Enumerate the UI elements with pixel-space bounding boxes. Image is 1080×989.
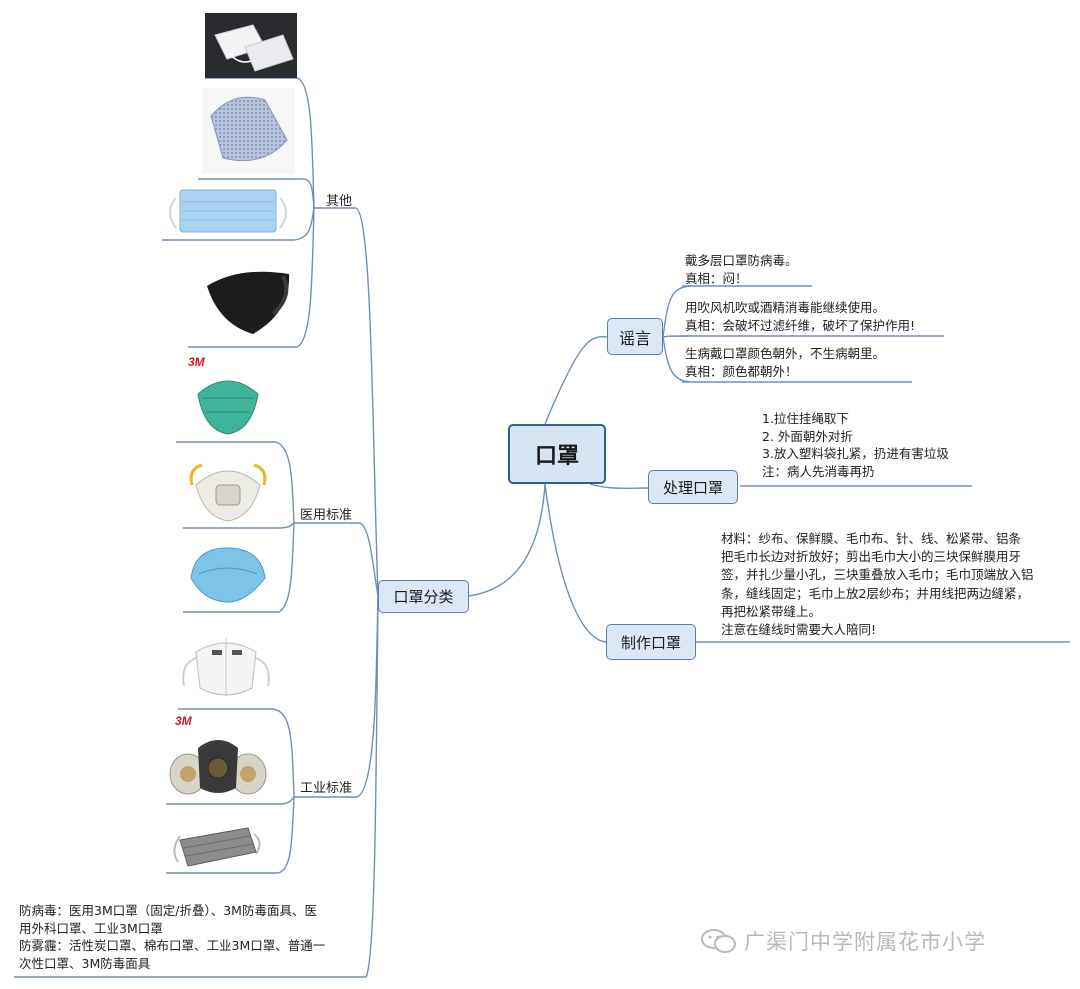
make-line: 再把松紧带缝上。 xyxy=(721,603,822,619)
watermark: 广渠门中学附属花市小学 xyxy=(700,926,986,956)
blue-cup-mask-drawing xyxy=(190,547,266,603)
branch-dispose[interactable]: 处理口罩 xyxy=(648,470,738,504)
paper-mask-drawing xyxy=(214,24,294,72)
rumor-1-claim: 戴多层口罩防病毒。 xyxy=(685,253,798,268)
branch-classify[interactable]: 口罩分类 xyxy=(378,580,469,613)
green-n95-image xyxy=(192,368,264,438)
rumor-1: 戴多层口罩防病毒。 真相：闷！ xyxy=(685,252,798,287)
dispose-step-3: 3.放入塑料袋扎紧，扔进有害垃圾 xyxy=(762,446,949,461)
summary-line: 防雾霾：活性炭口罩、棉布口罩、工业3M口罩、普通一 xyxy=(19,938,326,953)
folding-n95-image xyxy=(180,628,272,706)
rumor-3: 生病戴口罩颜色朝外，不生病朝里。 真相：颜色都朝外！ xyxy=(685,345,885,380)
wechat-icon xyxy=(701,929,736,953)
green-n95-drawing xyxy=(197,380,259,435)
brand-3m-logo: 3M xyxy=(175,714,192,728)
branch-make[interactable]: 制作口罩 xyxy=(606,624,696,660)
dispose-note: 注：病人先消毒再扔 xyxy=(762,463,875,479)
make-line: 注意在缝线时需要大人陪同! xyxy=(721,622,877,638)
valve-n95-drawing xyxy=(189,463,267,522)
make-line: 条，缝线固定；毛巾上放2层纱布；并用线把两边缝紧， xyxy=(721,585,1029,601)
label-other: 其他 xyxy=(326,194,353,209)
rumor-1-truth: 真相：闷！ xyxy=(685,270,748,286)
respirator-drawing xyxy=(169,740,267,795)
rumor-2-truth: 真相：会破坏过滤纤维，破坏了保护作用! xyxy=(685,317,916,333)
rumor-2-claim: 用吹风机吹或酒精消毒能继续使用。 xyxy=(685,300,886,315)
make-line: 把毛巾长边对折放好；剪出毛巾大小的三块保鲜膜用牙 xyxy=(721,549,1022,565)
summary-text: 防病毒：医用3M口罩（固定/折叠）、3M防毒面具、医 用外科口罩、工业3M口罩 … xyxy=(19,902,325,972)
cotton-mask-image xyxy=(203,88,295,174)
brand-3m-logo: 3M xyxy=(188,355,205,369)
surgical-mask-image xyxy=(162,184,294,240)
rumor-2: 用吹风机吹或酒精消毒能继续使用。 真相：会破坏过滤纤维，破坏了保护作用! xyxy=(685,299,915,334)
folding-n95-drawing xyxy=(182,638,270,696)
rumor-3-claim: 生病戴口罩颜色朝外，不生病朝里。 xyxy=(685,346,886,361)
carbon-mask-image xyxy=(168,822,264,872)
dispose-steps: 1.拉住挂绳取下 2. 外面朝外对折 3.放入塑料袋扎紧，扔进有害垃圾 注：病人… xyxy=(762,410,949,480)
black-mask-image xyxy=(199,262,295,342)
label-medical: 医用标准 xyxy=(300,508,353,523)
black-mask-drawing xyxy=(207,271,290,334)
valve-n95-image xyxy=(188,455,268,525)
surgical-mask-drawing xyxy=(169,189,287,233)
label-industrial: 工业标准 xyxy=(300,781,353,796)
dispose-step-1: 1.拉住挂绳取下 xyxy=(762,411,849,426)
summary-line: 用外科口罩、工业3M口罩 xyxy=(19,920,163,936)
make-line: 签，并扎少量小孔，三块重叠放入毛巾；毛巾顶端放入铝 xyxy=(721,567,1034,583)
cotton-mask-drawing xyxy=(210,96,288,162)
make-line: 材料：纱布、保鲜膜、毛巾布、针、线、松紧带、铝条 xyxy=(721,531,1022,546)
watermark-text: 广渠门中学附属花市小学 xyxy=(744,930,986,954)
branch-rumor[interactable]: 谣言 xyxy=(607,318,663,355)
summary-line: 次性口罩、3M防毒面具 xyxy=(19,955,151,971)
blue-cup-mask-image xyxy=(185,540,269,608)
root-node[interactable]: 口罩 xyxy=(508,424,606,484)
paper-mask-image xyxy=(205,13,297,78)
summary-line: 防病毒：医用3M口罩（固定/折叠）、3M防毒面具、医 xyxy=(19,903,317,918)
rumor-3-truth: 真相：颜色都朝外！ xyxy=(685,363,798,379)
carbon-mask-drawing xyxy=(173,827,261,867)
respirator-image xyxy=(166,728,270,802)
make-instructions: 材料：纱布、保鲜膜、毛巾布、针、线、松紧带、铝条 把毛巾长边对折放好；剪出毛巾大… xyxy=(721,530,1034,639)
dispose-step-2: 2. 外面朝外对折 xyxy=(762,428,853,444)
